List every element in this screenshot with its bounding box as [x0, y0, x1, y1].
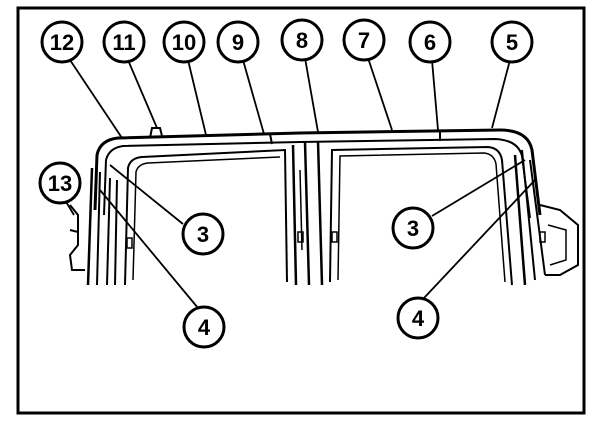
diagram-border [16, 6, 586, 415]
callout-label: 4 [198, 315, 211, 340]
callout-6: 6 [408, 20, 452, 64]
callout-3-right: 3 [391, 206, 435, 250]
leader-lines [64, 57, 536, 309]
callout-label: 11 [112, 30, 135, 55]
callout-11: 11 [102, 20, 146, 64]
roof-frame-drawing [68, 127, 579, 286]
callout-label: 12 [50, 30, 74, 55]
callout-9: 9 [216, 20, 260, 64]
callout-label: 13 [48, 171, 72, 196]
callout-label: 3 [197, 222, 209, 247]
callout-10: 10 [162, 20, 206, 64]
callout-label: 3 [407, 216, 419, 241]
callout-12: 12 [40, 20, 84, 64]
callout-label: 10 [172, 30, 196, 55]
callout-7: 7 [342, 18, 386, 62]
callout-label: 9 [232, 30, 244, 55]
callout-label: 6 [424, 30, 436, 55]
callout-label: 5 [506, 30, 518, 55]
callout-8: 8 [280, 18, 324, 62]
callout-4-right: 4 [396, 296, 440, 340]
callout-label: 8 [296, 28, 308, 53]
callout-13: 13 [38, 161, 82, 205]
callout-3-left: 3 [181, 212, 225, 256]
callout-4-left: 4 [182, 305, 226, 349]
callout-5: 5 [490, 20, 534, 64]
callout-label: 7 [358, 28, 370, 53]
callout-label: 4 [412, 306, 425, 331]
